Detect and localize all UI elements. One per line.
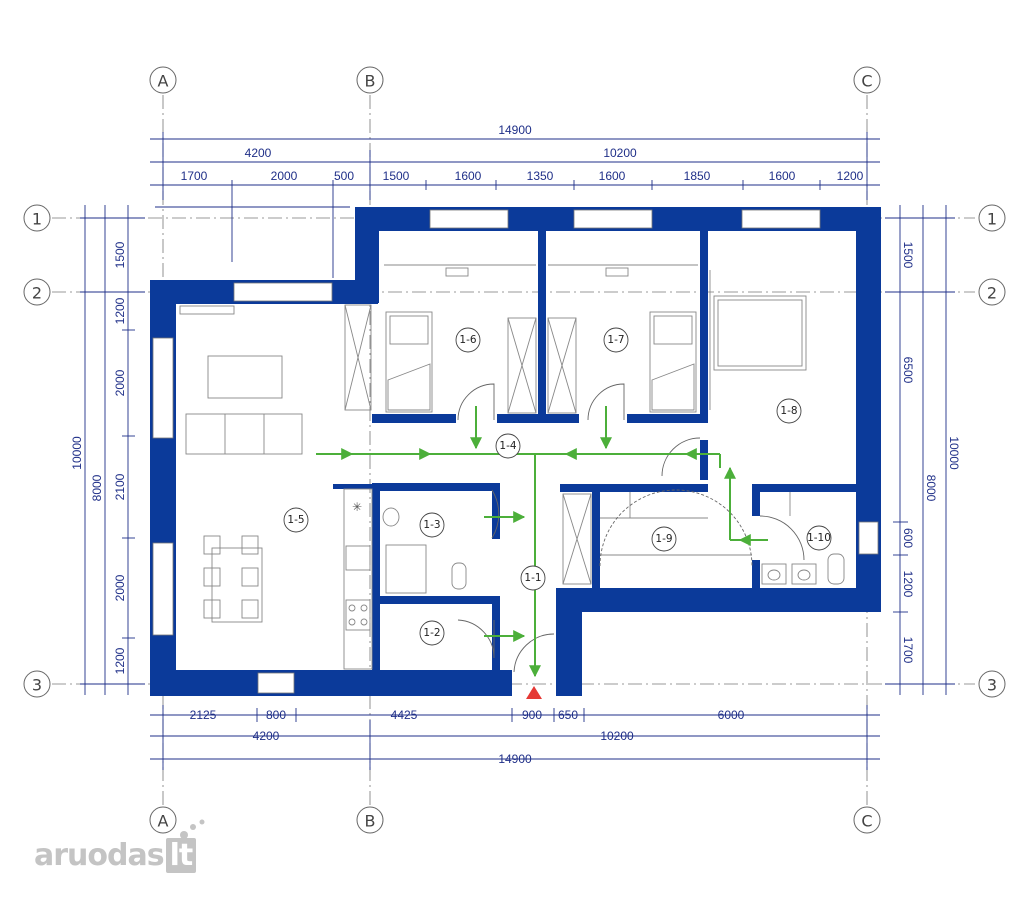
dim-left-detail-6: 1200 (113, 647, 127, 674)
dim-bottom-split-2: 10200 (600, 729, 634, 743)
dim-right-detail-1: 1500 (901, 242, 915, 269)
dim-top-detail-5: 1600 (455, 169, 482, 183)
dim-top-detail-6: 1350 (527, 169, 554, 183)
dimension-lines (80, 132, 955, 770)
interior-walls (333, 231, 856, 670)
entrance-marker (526, 686, 542, 699)
room-label-1-9: 1-9 (655, 533, 672, 545)
dim-bottom-split-1: 4200 (253, 729, 280, 743)
axis-label-right-2: 2 (987, 284, 997, 303)
axis-label-left-2: 2 (32, 284, 42, 303)
dim-left-detail-2: 1200 (113, 297, 127, 324)
dim-right-total: 10000 (947, 436, 961, 470)
axis-label-right-3: 3 (987, 676, 997, 695)
room-label-1-6: 1-6 (459, 334, 476, 346)
dim-bottom-detail-6: 6000 (718, 708, 745, 722)
axis-label-top-b: B (365, 72, 376, 91)
dim-right-detail-2: 6500 (901, 357, 915, 384)
room-bubbles (283, 327, 832, 646)
room-label-1-1: 1-1 (524, 572, 541, 584)
axis-bubbles (23, 66, 1006, 834)
dim-bottom-detail-5: 650 (558, 708, 578, 722)
dim-top-split-1: 4200 (245, 146, 272, 160)
axis-label-bottom-c: C (861, 812, 872, 831)
axis-label-top-c: C (861, 72, 872, 91)
room-label-1-5: 1-5 (287, 514, 304, 526)
dim-top-detail-1: 1700 (181, 169, 208, 183)
dim-left-detail-3: 2000 (113, 369, 127, 396)
windows (152, 209, 879, 694)
room-label-1-4: 1-4 (499, 440, 516, 452)
dim-top-detail-4: 1500 (383, 169, 410, 183)
watermark-brand: aruodas (34, 838, 165, 873)
dim-left-detail-1: 1500 (113, 241, 127, 268)
axis-label-bottom-b: B (365, 812, 376, 831)
dim-left-split: 8000 (90, 474, 104, 501)
room-label-1-8: 1-8 (780, 405, 797, 417)
room-label-1-3: 1-3 (423, 519, 440, 531)
room-label-1-7: 1-7 (607, 334, 624, 346)
watermark-tld: lt (165, 838, 197, 873)
door-swings (457, 383, 805, 673)
room-label-1-2: 1-2 (423, 627, 440, 639)
axis-label-top-a: A (158, 72, 169, 91)
dim-top-detail-9: 1600 (769, 169, 796, 183)
dim-top-detail-3: 500 (334, 169, 354, 183)
dim-bottom-total: 14900 (498, 752, 532, 766)
axis-label-left-1: 1 (32, 210, 42, 229)
dim-top-split-2: 10200 (603, 146, 637, 160)
evacuation-route (316, 406, 768, 678)
axis-label-left-3: 3 (32, 676, 42, 695)
dim-top-detail-8: 1850 (684, 169, 711, 183)
dim-top-total: 14900 (498, 123, 532, 137)
dim-right-detail-4: 1200 (901, 571, 915, 598)
furniture (179, 264, 845, 670)
dim-bottom-detail-4: 900 (522, 708, 542, 722)
dim-left-detail-4: 2100 (113, 473, 127, 500)
dim-bottom-detail-1: 2125 (190, 708, 217, 722)
dim-right-split: 8000 (924, 475, 938, 502)
fan-icon: ✳ (352, 500, 362, 514)
dim-right-detail-5: 1700 (901, 637, 915, 664)
dim-top-detail-7: 1600 (599, 169, 626, 183)
dim-top-detail-10: 1200 (837, 169, 864, 183)
watermark-dots-icon (180, 819, 205, 839)
axis-label-bottom-a: A (158, 812, 169, 831)
dim-bottom-detail-2: 800 (266, 708, 286, 722)
dim-right-detail-3: 600 (901, 528, 915, 548)
dim-left-total: 10000 (70, 436, 84, 470)
dim-bottom-detail-3: 4425 (391, 708, 418, 722)
room-label-1-10: 1-10 (807, 532, 831, 544)
dim-left-detail-5: 2000 (113, 574, 127, 601)
dim-top-detail-2: 2000 (271, 169, 298, 183)
axis-label-right-1: 1 (987, 210, 997, 229)
